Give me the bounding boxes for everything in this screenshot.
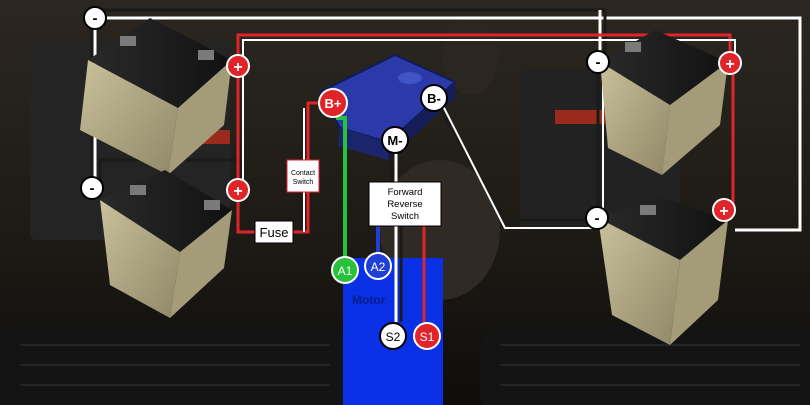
battery-icon xyxy=(100,170,232,318)
fuse-label: Fuse xyxy=(260,225,289,240)
pos-wire-fuse-in xyxy=(236,190,258,234)
neg-wire-top xyxy=(100,8,607,62)
contact-switch-label-2: Switch xyxy=(293,179,314,186)
bplus-terminal xyxy=(318,88,348,118)
bminus-wire xyxy=(433,99,597,222)
bminus-wire-white xyxy=(439,99,600,229)
neg-terminal-bottom-right xyxy=(585,206,609,230)
s2-terminal-label: S2 xyxy=(386,330,401,344)
contact-switch-label-1: Contact xyxy=(291,170,315,177)
bminus-terminal-label: B- xyxy=(427,91,441,106)
pos-terminal-bottom-right xyxy=(712,198,736,222)
neg-terminal-top-left xyxy=(83,6,107,30)
neg-terminal-bottom-left xyxy=(80,176,104,200)
motor-label: Motor xyxy=(352,293,386,307)
pos-terminal-bottom-right-label: + xyxy=(719,203,728,220)
mminus-terminal xyxy=(381,126,409,154)
pos-terminal-top-right xyxy=(718,51,742,75)
bminus-terminal xyxy=(420,84,448,112)
pos-terminal-bottom-left xyxy=(226,178,250,202)
pos-terminal-top-left-label: + xyxy=(233,59,242,76)
white-wire-outer xyxy=(95,16,802,232)
pos-terminal-top-right-label: + xyxy=(725,56,734,73)
pos-terminal-top-left xyxy=(226,54,250,78)
green-wire-a1 xyxy=(336,116,347,265)
neg-terminal-bottom-right-label: - xyxy=(595,210,600,227)
pos-wire-top-white xyxy=(242,39,736,66)
pos-terminal-bottom-left-label: + xyxy=(233,183,242,200)
battery-icon xyxy=(598,198,728,345)
fr-switch-label-3: Switch xyxy=(391,211,419,222)
battery-icon xyxy=(600,30,728,175)
mminus-terminal-label: M- xyxy=(387,133,402,148)
a2-terminal xyxy=(364,252,392,280)
s1-terminal-label: S1 xyxy=(420,330,435,344)
s2-terminal xyxy=(379,322,407,350)
neg-terminal-top-right-label: - xyxy=(596,54,601,71)
seat-icon xyxy=(0,325,810,405)
neg-terminal-bottom-left-label: - xyxy=(90,180,95,197)
neg-terminal-top-left-label: - xyxy=(93,10,98,27)
contact-switch-box xyxy=(286,159,320,193)
pos-wire-top xyxy=(236,33,732,66)
background-label-right xyxy=(555,110,605,124)
a2-terminal-label: A2 xyxy=(371,260,386,274)
a1-terminal-label: A1 xyxy=(338,264,353,278)
bplus-terminal-label: B+ xyxy=(325,96,342,111)
s1-terminal xyxy=(413,322,441,350)
forward-reverse-switch-box xyxy=(368,181,442,227)
a1-terminal xyxy=(331,256,359,284)
fuse-box xyxy=(254,220,294,244)
fr-switch-label-2: Reverse xyxy=(387,199,422,210)
battery-icon xyxy=(80,18,232,175)
fr-switch-label-1: Forward xyxy=(388,187,423,198)
neg-terminal-top-right xyxy=(586,50,610,74)
